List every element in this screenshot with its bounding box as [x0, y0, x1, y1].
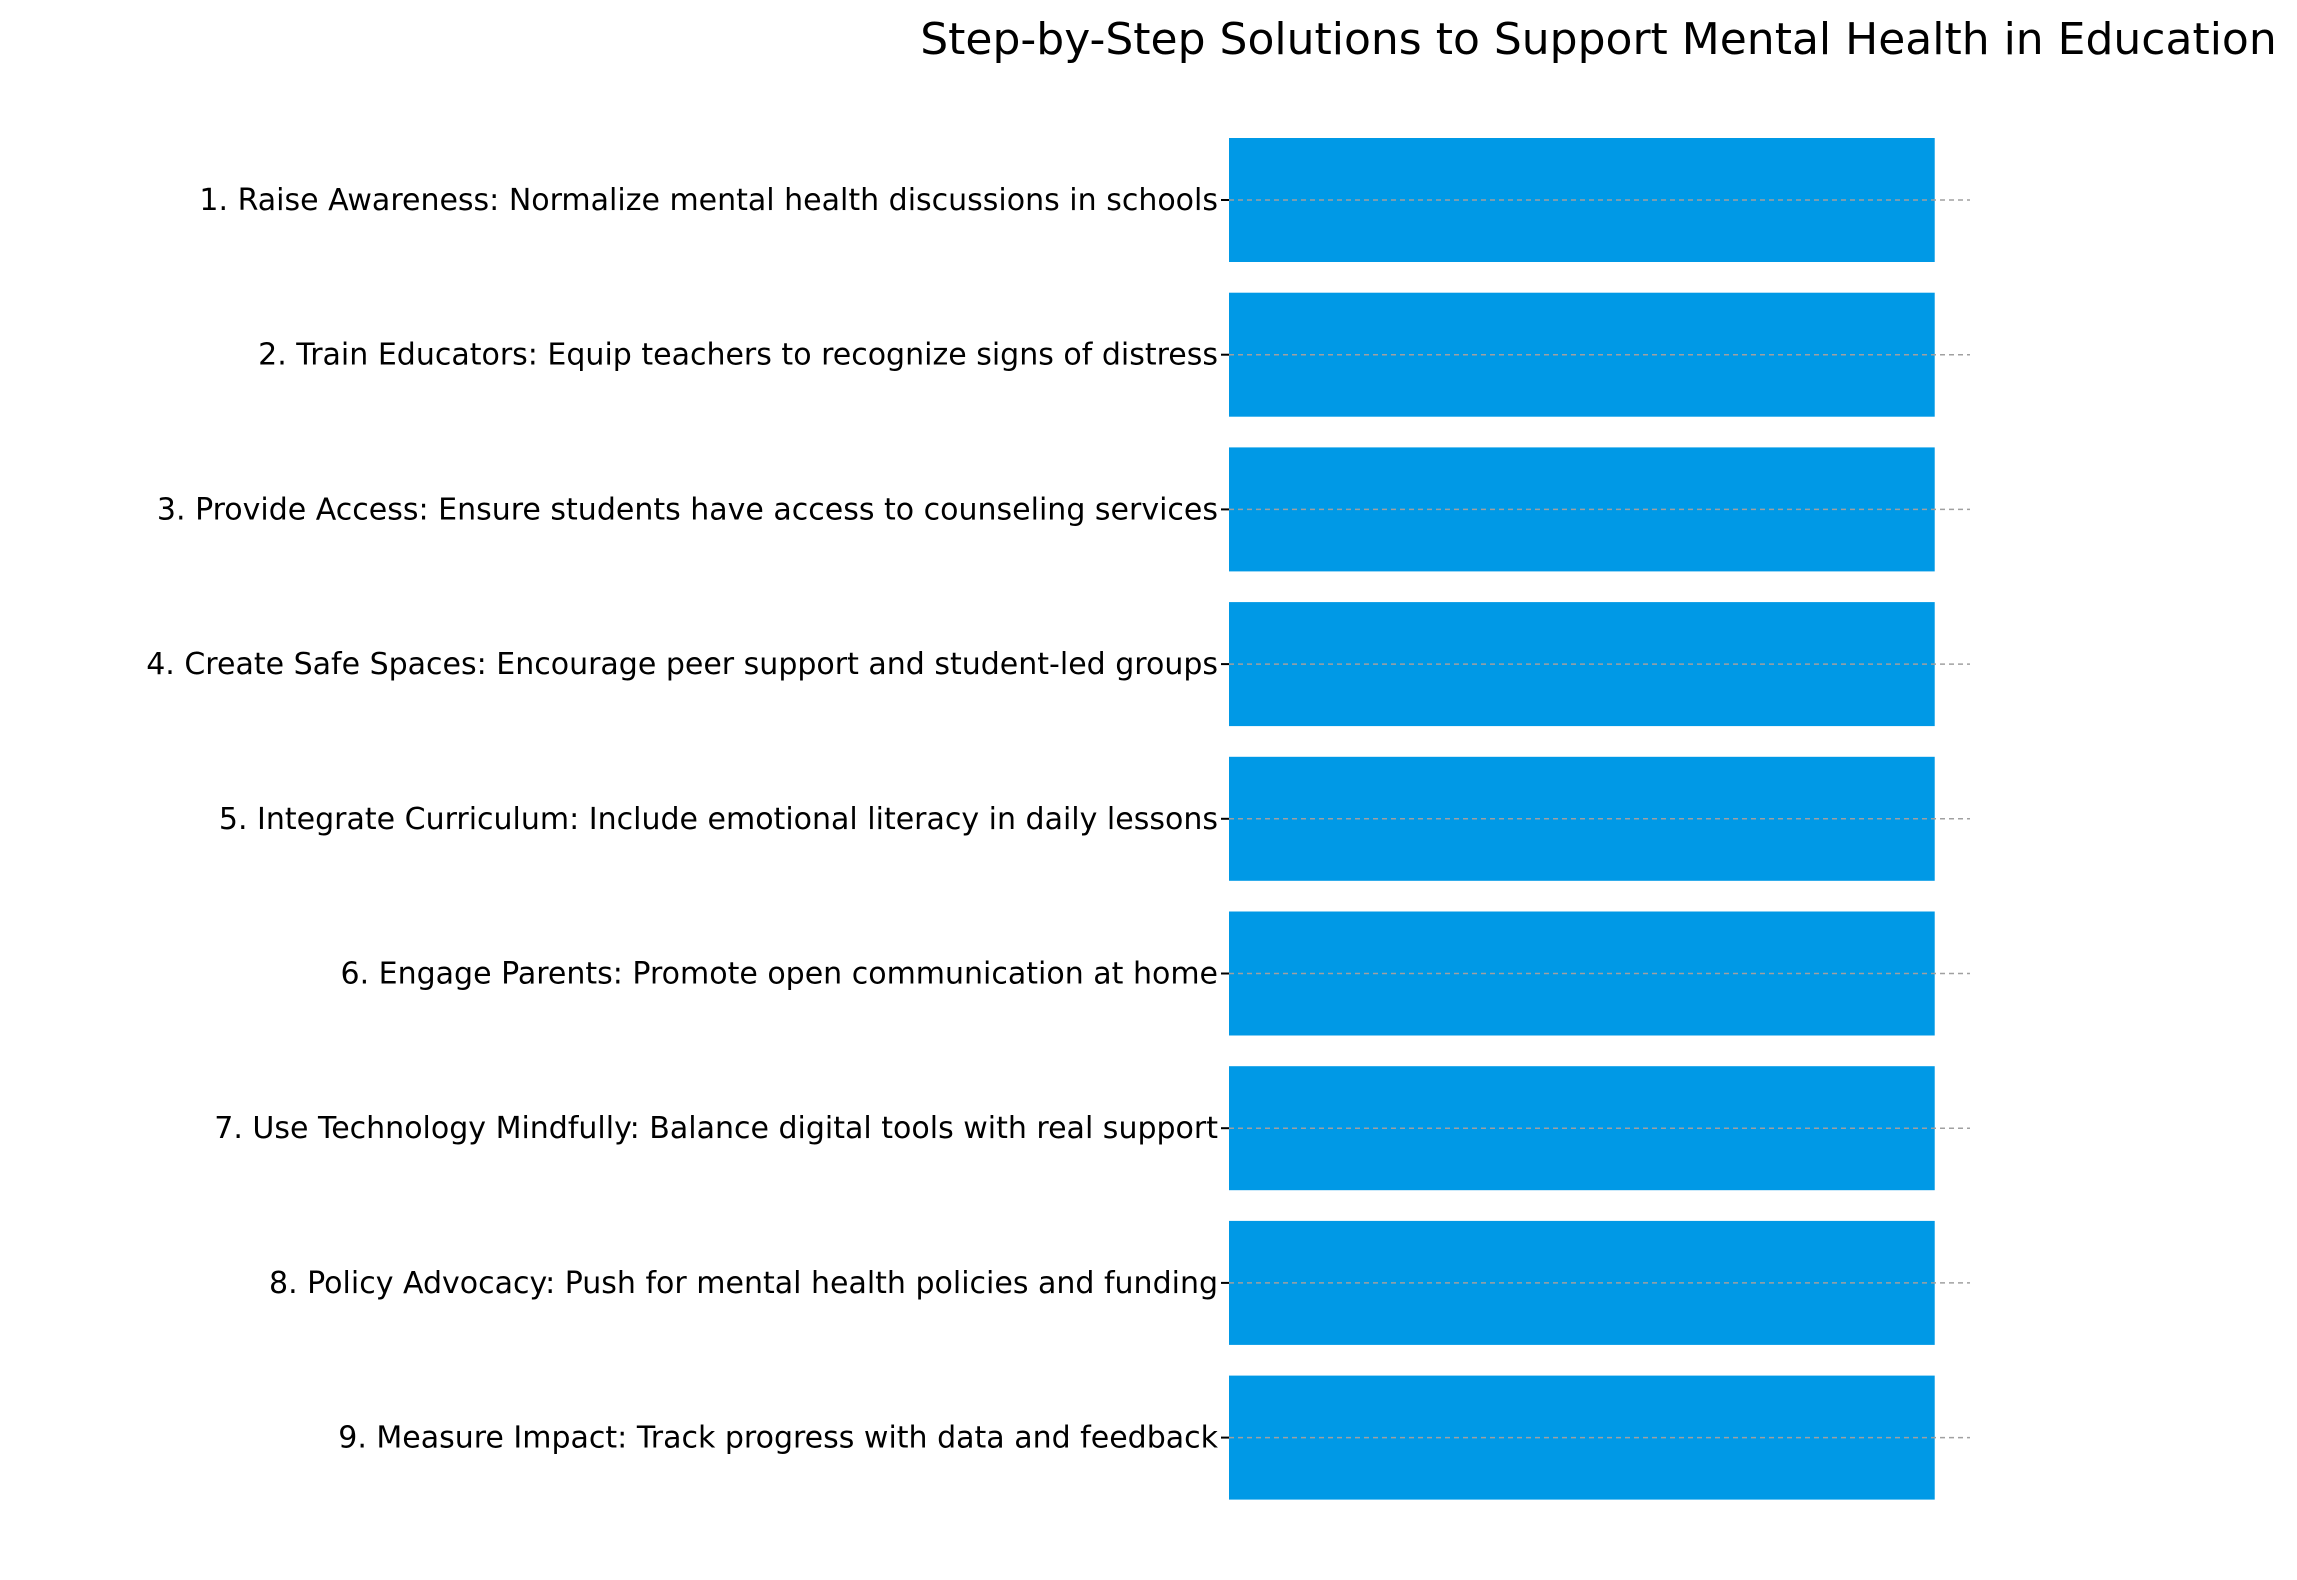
y-tick-label: 6. Engage Parents: Promote open communic…: [341, 957, 1219, 992]
chart-title: Step-by-Step Solutions to Support Mental…: [920, 14, 2277, 65]
y-tick-label: 8. Policy Advocacy: Push for mental heal…: [269, 1266, 1218, 1301]
y-tick-label: 2. Train Educators: Equip teachers to re…: [258, 338, 1218, 373]
y-tick-label: 4. Create Safe Spaces: Encourage peer su…: [146, 647, 1218, 682]
y-tick-label: 3. Provide Access: Ensure students have …: [157, 492, 1218, 527]
y-tick-label: 5. Integrate Curriculum: Include emotion…: [219, 802, 1218, 837]
y-tick-label: 7. Use Technology Mindfully: Balance dig…: [214, 1111, 1218, 1146]
y-tick-label: 9. Measure Impact: Track progress with d…: [338, 1421, 1218, 1456]
y-tick-label: 1. Raise Awareness: Normalize mental hea…: [199, 183, 1218, 218]
